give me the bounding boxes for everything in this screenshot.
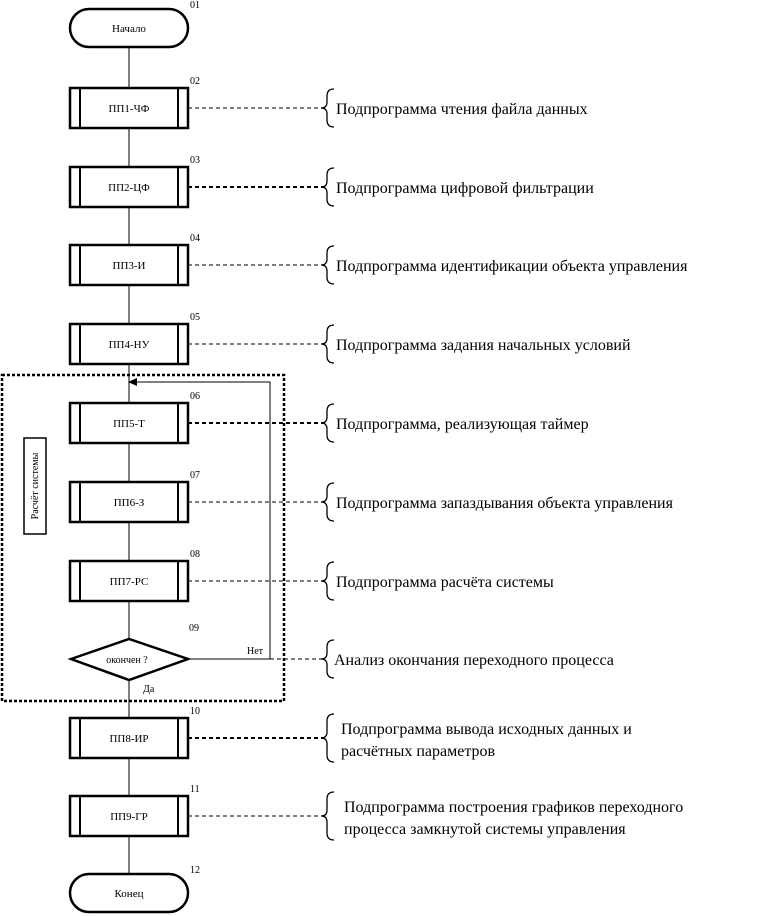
annotation-item: Подпрограмма чтения файла данных bbox=[188, 88, 588, 128]
annotation-item: Подпрограмма вывода исходных данных и рас… bbox=[188, 713, 632, 763]
process-block-label: ПП4-НУ bbox=[109, 339, 150, 351]
annotation-bracket bbox=[320, 324, 335, 364]
process-block-label: ПП5-Т bbox=[113, 418, 145, 430]
decision-diamond bbox=[67, 637, 192, 682]
process-block-number: 07 bbox=[190, 470, 200, 481]
start-number: 01 bbox=[190, 0, 200, 11]
process-block: ПП8-ИР 10 bbox=[68, 706, 200, 760]
process-block-label: ПП6-З bbox=[114, 497, 145, 509]
annotation-bracket bbox=[320, 561, 335, 601]
process-block-frame bbox=[68, 716, 190, 760]
process-block: ПП6-З 07 bbox=[68, 470, 200, 524]
annotation-item: Подпрограмма идентификации объекта управ… bbox=[188, 245, 688, 285]
process-block-label: ПП1-ЧФ bbox=[109, 103, 150, 115]
decision-annotation-bracket bbox=[320, 639, 335, 679]
process-block-number: 04 bbox=[190, 233, 200, 244]
loop-group-label: Расчёт системы bbox=[30, 452, 41, 519]
start-label: Начало bbox=[112, 23, 146, 35]
annotation-bracket bbox=[320, 482, 335, 522]
annotation-bracket bbox=[320, 403, 335, 443]
process-block-number: 02 bbox=[190, 76, 200, 87]
decision-number: 09 bbox=[189, 623, 199, 634]
annotation-text: Подпрограмма построения графиков переход… bbox=[344, 799, 683, 816]
annotation-item: Подпрограмма построения графиков переход… bbox=[188, 791, 683, 841]
process-block-frame bbox=[68, 559, 190, 603]
start-terminal bbox=[68, 7, 190, 49]
annotation-text: Подпрограмма чтения файла данных bbox=[336, 101, 588, 118]
process-block-number: 03 bbox=[190, 155, 200, 166]
process-block-frame bbox=[68, 322, 190, 366]
process-block: ПП3-И 04 bbox=[68, 233, 200, 287]
annotation-text: Подпрограмма расчёта системы bbox=[336, 574, 554, 591]
process-block-number: 08 bbox=[190, 549, 200, 560]
process-block-label: ПП9-ГР bbox=[110, 811, 148, 823]
loop-group-border bbox=[0, 373, 286, 703]
process-block-frame bbox=[68, 401, 190, 445]
annotation-bracket bbox=[320, 88, 335, 128]
annotation-text: Подпрограмма, реализующая таймер bbox=[336, 416, 589, 433]
process-block-frame bbox=[68, 86, 190, 130]
annotations: Подпрограмма чтения файла данныхПодпрогр… bbox=[188, 88, 688, 841]
decision-yes-label: Да bbox=[143, 684, 155, 695]
decision-no-label: Нет bbox=[247, 646, 264, 657]
loop-arrowhead bbox=[128, 378, 137, 386]
process-block-frame bbox=[68, 165, 190, 209]
annotation-item: Подпрограмма цифровой фильтрации bbox=[188, 167, 594, 207]
annotation-item: Подпрограмма запаздывания объекта управл… bbox=[188, 482, 674, 522]
annotation-text: Подпрограмма цифровой фильтрации bbox=[336, 180, 594, 197]
decision-label: окончен ? bbox=[106, 655, 148, 666]
annotation-item: Подпрограмма задания начальных условий bbox=[188, 324, 631, 364]
annotation-text: расчётных параметров bbox=[341, 743, 496, 760]
annotation-bracket bbox=[320, 791, 335, 841]
process-block-label: ПП3-И bbox=[113, 260, 146, 272]
flow-lines bbox=[128, 48, 271, 873]
annotation-bracket bbox=[320, 167, 335, 207]
annotation-item: Подпрограмма расчёта системы bbox=[188, 561, 554, 601]
process-block: ПП7-РС 08 bbox=[68, 549, 200, 603]
process-block: ПП1-ЧФ 02 bbox=[68, 76, 200, 130]
process-block-number: 11 bbox=[190, 784, 200, 795]
process-block: ПП5-Т 06 bbox=[68, 391, 200, 445]
process-block-label: ПП7-РС bbox=[110, 576, 149, 588]
process-block-number: 06 bbox=[190, 391, 200, 402]
process-block: ПП4-НУ 05 bbox=[68, 312, 200, 366]
annotation-bracket bbox=[320, 245, 335, 285]
process-block-label: ПП2-ЦФ bbox=[108, 182, 150, 194]
annotation-text: Подпрограмма задания начальных условий bbox=[336, 337, 631, 354]
process-block-number: 10 bbox=[190, 706, 200, 717]
end-terminal bbox=[68, 872, 190, 914]
end-label: Конец bbox=[115, 888, 144, 900]
process-block: ПП9-ГР 11 bbox=[68, 784, 200, 838]
process-block-frame bbox=[68, 243, 190, 287]
end-number: 12 bbox=[190, 865, 200, 876]
process-blocks: ПП1-ЧФ02ПП2-ЦФ03ПП3-И04ПП4-НУ05ПП5-Т06ПП… bbox=[68, 76, 200, 838]
decision-annotation: Анализ окончания переходного процесса bbox=[334, 652, 614, 669]
annotation-text: Подпрограмма запаздывания объекта управл… bbox=[336, 495, 674, 512]
annotation-bracket bbox=[320, 713, 335, 763]
annotation-text: Подпрограмма идентификации объекта управ… bbox=[336, 258, 688, 275]
annotation-text: процесса замкнутой системы управления bbox=[344, 821, 626, 838]
loop-group-label-box bbox=[23, 437, 47, 535]
process-block-number: 05 bbox=[190, 312, 200, 323]
annotation-item: Подпрограмма, реализующая таймер bbox=[188, 403, 589, 443]
process-block: ПП2-ЦФ 03 bbox=[68, 155, 200, 209]
annotation-text: Подпрограмма вывода исходных данных и bbox=[341, 721, 632, 738]
process-block-label: ПП8-ИР bbox=[109, 733, 148, 745]
